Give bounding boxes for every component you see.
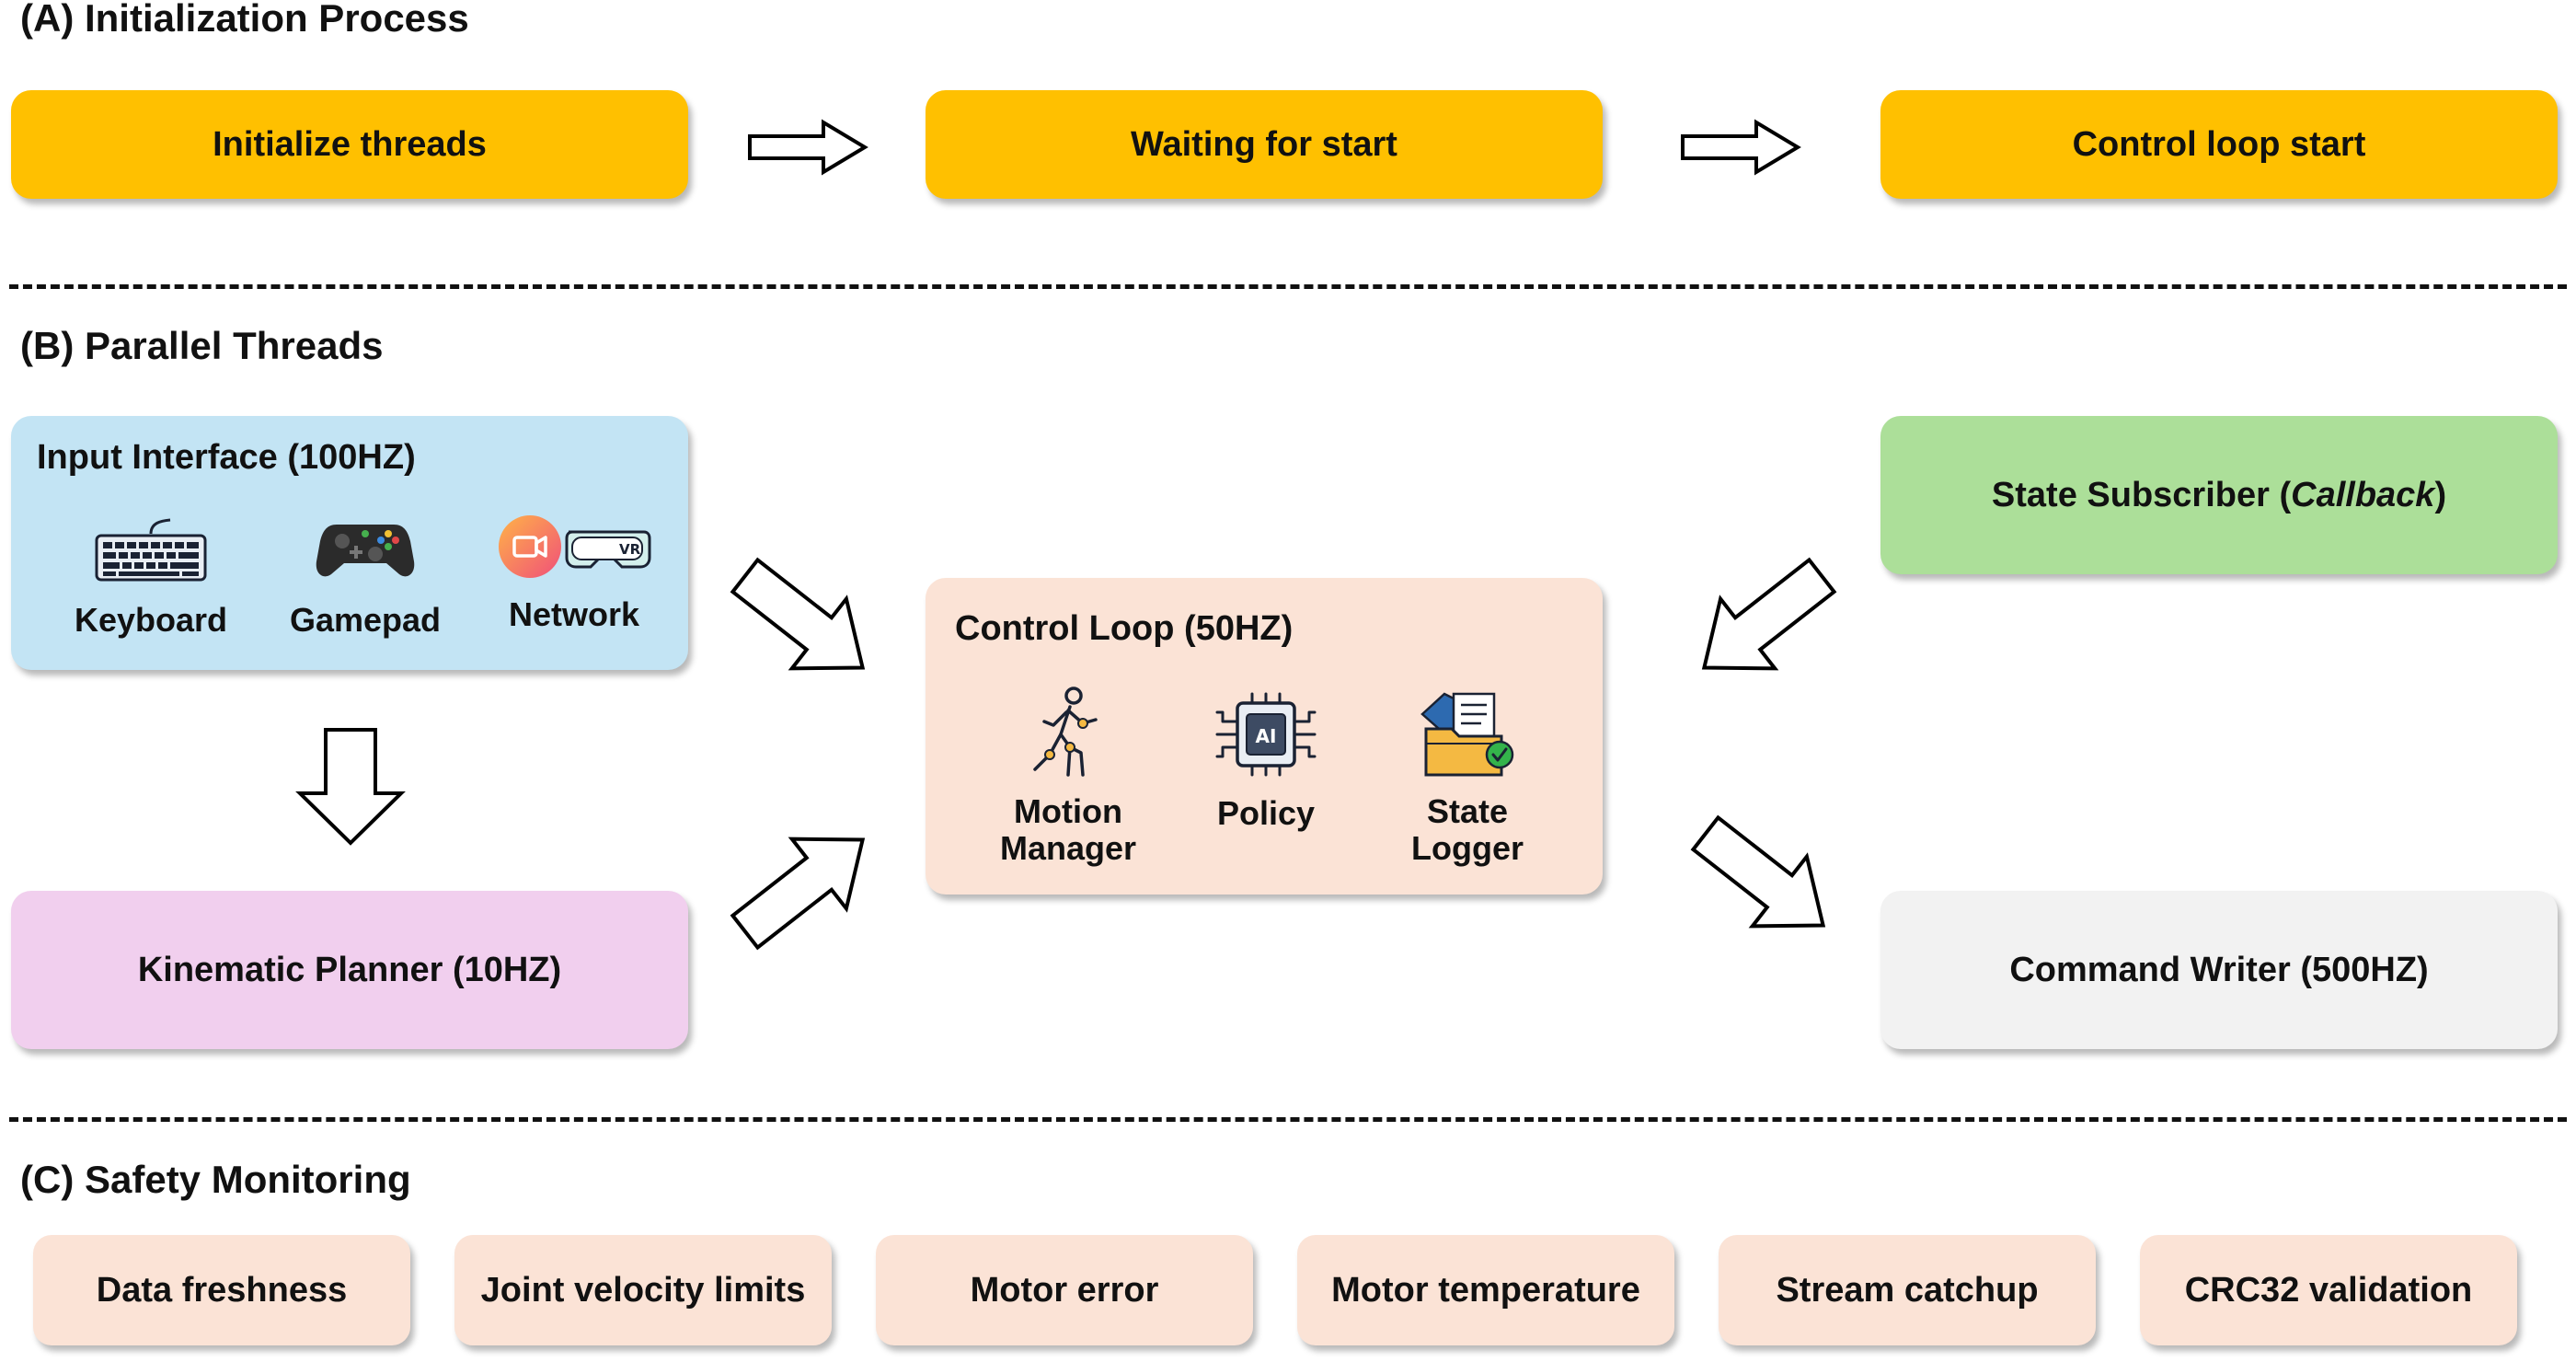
control-loop-box: Control Loop (50HZ) Motion Manager [926,578,1603,895]
state-logger-line2: Logger [1411,829,1524,868]
section-a-title: (A) Initialization Process [20,0,469,40]
section-c-title: (C) Safety Monitoring [20,1158,411,1201]
input-interface-title: Input Interface (100HZ) [37,438,416,477]
gamepad-icon [316,525,415,577]
control-loop-start-box: Control loop start [1880,90,2558,199]
state-subscriber-label-end: ) [2434,475,2447,514]
state-subscriber-label: State Subscriber (Callback) [1992,476,2446,515]
waiting-for-start-label: Waiting for start [1131,124,1397,164]
safety-item-motor-temperature: Motor temperature [1297,1235,1674,1345]
arrow-wait-to-loop-icon [1681,119,1801,176]
ai-badge-text: AI [1256,725,1277,747]
safety-item-label: Motor temperature [1331,1270,1640,1310]
command-writer-label: Command Writer (500HZ) [2009,950,2429,989]
safety-item-label: Data freshness [96,1270,348,1310]
section-b-title: (B) Parallel Threads [20,324,384,367]
vr-badge-text: VR [619,541,641,558]
arrow-init-to-wait-icon [748,119,868,176]
safety-item-stream-catchup: Stream catchup [1719,1235,2096,1345]
motion-manager-line1: Motion [1014,792,1122,830]
safety-item-motor-error: Motor error [876,1235,1253,1345]
waiting-for-start-box: Waiting for start [926,90,1603,199]
arrow-planner-to-control-icon [730,837,866,951]
ai-chip-icon: AI [1215,692,1317,777]
safety-item-label: Stream catchup [1776,1270,2039,1310]
state-subscriber-box: State Subscriber (Callback) [1880,416,2558,574]
control-loop-title: Control Loop (50HZ) [955,609,1294,648]
divider-b-c [9,1117,2567,1122]
motion-manager-label: Motion Manager [999,792,1137,868]
gamepad-item: Gamepad [278,517,453,639]
input-interface-box: Input Interface (100HZ) Keyboard Gamepad [11,416,688,670]
safety-item-data-freshness: Data freshness [33,1235,410,1345]
network-item: VR Network [491,512,657,633]
folder-documents-icon [1420,692,1514,777]
policy-item: AI Policy [1183,692,1349,832]
control-loop-start-label: Control loop start [2072,124,2366,164]
command-writer-box: Command Writer (500HZ) [1880,891,2558,1049]
state-logger-item: State Logger [1380,687,1555,868]
state-logger-line1: State [1426,792,1509,830]
arrow-input-to-planner-icon [295,728,406,846]
gamepad-label: Gamepad [289,601,442,639]
video-call-icon [499,515,561,578]
initialize-threads-label: Initialize threads [213,124,487,164]
safety-item-crc32-validation: CRC32 validation [2140,1235,2517,1345]
network-label: Network [508,595,640,633]
running-person-icon [1033,687,1098,777]
arrow-input-to-control-icon [730,557,866,671]
safety-item-joint-velocity-limits: Joint velocity limits [454,1235,832,1345]
state-subscriber-label-main: State Subscriber ( [1991,475,2292,514]
network-icon: VR [499,515,651,578]
initialize-threads-box: Initialize threads [11,90,688,199]
safety-item-label: Motor error [970,1270,1159,1310]
safety-item-label: Joint velocity limits [480,1270,806,1310]
arrow-subscriber-to-control-icon [1701,557,1837,671]
motion-manager-line2: Manager [999,829,1137,868]
state-subscriber-label-italic: Callback [2291,475,2435,514]
divider-a-b [9,284,2567,289]
keyboard-label: Keyboard [74,601,228,639]
kinematic-planner-box: Kinematic Planner (10HZ) [11,891,688,1049]
keyboard-item: Keyboard [68,517,234,639]
vr-headset-icon: VR [565,530,651,569]
motion-manager-item: Motion Manager [981,687,1156,868]
policy-label: Policy [1216,794,1316,832]
arrow-control-to-writer-icon [1690,814,1826,929]
safety-item-label: CRC32 validation [2184,1270,2473,1310]
kinematic-planner-label: Kinematic Planner (10HZ) [137,950,562,989]
state-logger-label: State Logger [1411,792,1524,868]
keyboard-icon [95,518,207,582]
